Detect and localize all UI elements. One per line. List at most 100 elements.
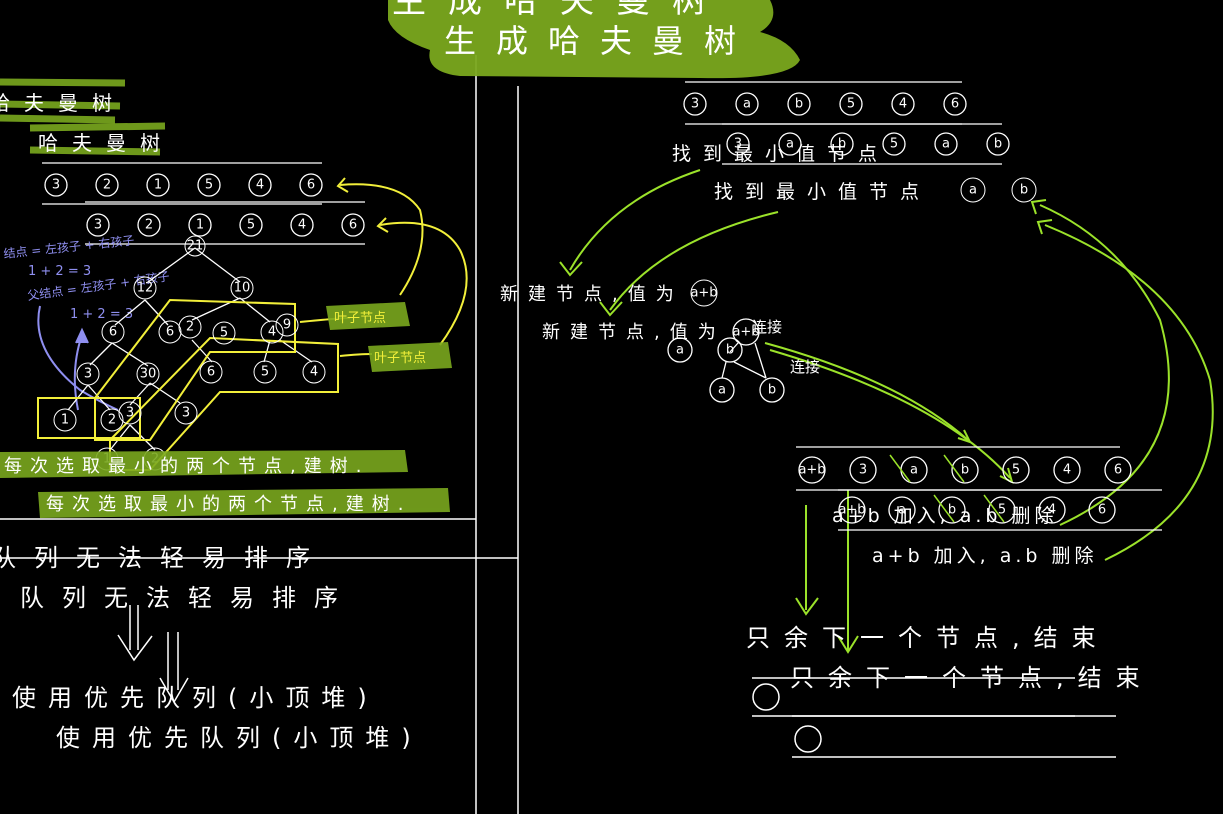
formula-note-4: 1 + 2 = 3 xyxy=(70,307,133,322)
array-item-label: 6 xyxy=(1098,503,1106,518)
array-item-label: 6 xyxy=(1114,463,1122,478)
tree-node: 5 xyxy=(212,321,236,345)
array-item-label: a xyxy=(743,97,751,112)
array-item: 3 xyxy=(726,132,750,156)
new-node-value: a+b xyxy=(732,325,759,340)
connect-text: 连接 xyxy=(790,358,820,376)
array-item: a xyxy=(735,92,759,116)
svg-text:12: 12 xyxy=(137,281,154,296)
page-title: 生成哈夫曼树 xyxy=(444,22,756,60)
child-node-b-ghost: b xyxy=(726,343,734,358)
end-text-ghost: 只余下一个节点,结束 xyxy=(746,624,1110,652)
green-flow-arrows xyxy=(559,169,1214,654)
svg-text:6: 6 xyxy=(207,365,215,380)
right-after-lines xyxy=(796,446,1162,531)
left-array-row-1 xyxy=(42,162,322,205)
array-item-label: 4 xyxy=(899,97,907,112)
array-item: 6 xyxy=(943,92,967,116)
svg-text:a: a xyxy=(969,183,977,198)
rule-text-ghost: 每次选取最小的两个节点,建树. xyxy=(4,456,369,477)
array-item-label: 5 xyxy=(847,97,855,112)
array-item-label: a xyxy=(942,137,950,152)
final-node xyxy=(752,677,1116,758)
array-item: 6 xyxy=(341,213,365,237)
strike-marks xyxy=(889,454,1005,523)
array-item-label: b xyxy=(994,137,1002,152)
svg-text:b: b xyxy=(1020,183,1028,198)
svg-text:9: 9 xyxy=(283,318,291,333)
rule-highlights xyxy=(0,450,450,518)
tree-node: 10 xyxy=(230,276,254,300)
yellow-leaf-boxes xyxy=(37,177,468,471)
find-min-text: 找到最小值节点 xyxy=(714,181,931,203)
tree-node: 9 xyxy=(275,313,299,337)
array-item-label: 2 xyxy=(145,218,153,233)
tree-node: 5 xyxy=(253,360,277,384)
array-item: 6 xyxy=(1104,456,1132,484)
tree-node: 4 xyxy=(302,360,326,384)
child-node-a: a xyxy=(718,383,726,398)
child-node-b: b xyxy=(768,383,776,398)
array-item: 5 xyxy=(839,92,863,116)
down-arrow-double xyxy=(117,605,189,704)
formula-note-2: 1 + 2 = 3 xyxy=(28,264,91,279)
array-item: 6 xyxy=(1088,496,1116,524)
child-node-a-ghost: a xyxy=(676,343,684,358)
svg-text:3: 3 xyxy=(182,406,190,421)
page-title-ghost: 生成哈夫曼树 xyxy=(392,0,728,21)
svg-text:1: 1 xyxy=(61,413,69,428)
left-heading-ghost: 哈夫曼树 xyxy=(0,91,126,115)
array-item-label: 2 xyxy=(103,178,111,193)
tree-node: 2 xyxy=(100,408,124,432)
array-item-label: 6 xyxy=(951,97,959,112)
array-item: 4 xyxy=(891,92,915,116)
array-item-label: 5 xyxy=(1012,463,1020,478)
svg-text:5: 5 xyxy=(220,326,228,341)
leaf-node-label-1: 叶子节点 xyxy=(334,311,386,326)
rule-text: 每次选取最小的两个节点,建树. xyxy=(46,494,411,515)
array-item-label: b xyxy=(948,503,956,518)
add-delete-text: a+b 加入, a.b 删除 xyxy=(872,545,1098,567)
array-item-label: a xyxy=(898,503,906,518)
array-item: 5 xyxy=(882,132,906,156)
svg-text:3: 3 xyxy=(126,406,134,421)
new-node-value-ghost: a+b xyxy=(690,279,718,307)
tree-node: 3 xyxy=(76,362,100,386)
array-item: 3 xyxy=(86,213,110,237)
tree-node: 30 xyxy=(136,362,160,386)
array-item: a+b xyxy=(798,456,826,484)
array-item: 4 xyxy=(290,213,314,237)
leaf-node-label-2: 叶子节点 xyxy=(374,351,426,366)
array-item: b xyxy=(986,132,1010,156)
title-highlight xyxy=(388,0,800,79)
array-item: a xyxy=(900,456,928,484)
array-item-label: 4 xyxy=(1048,503,1056,518)
left-tree-nodes: 21 12 10 6 6 2 5 4 9 3 30 6 5 4 1 2 3 3 … xyxy=(53,235,326,471)
tree-node: 4 xyxy=(260,320,284,344)
find-min-nodes: a b xyxy=(960,177,1037,203)
add-delete-text-ghost: a+b 加入, a.b 删除 xyxy=(832,505,1058,527)
tree-node: 6 xyxy=(158,320,182,344)
array-item: b xyxy=(830,132,854,156)
array-item-label: b xyxy=(961,463,969,478)
array-item: a xyxy=(934,132,958,156)
tree-node: 6 xyxy=(101,320,125,344)
svg-text:6: 6 xyxy=(109,325,117,340)
new-node-text: 新建节点,值为 xyxy=(542,322,726,343)
array-item-label: 1 xyxy=(196,218,204,233)
solution-text: 使用优先队列(小顶堆) xyxy=(56,724,423,752)
svg-text:2: 2 xyxy=(186,320,194,335)
array-item: b xyxy=(938,496,966,524)
svg-text:5: 5 xyxy=(261,365,269,380)
array-item: 1 xyxy=(188,213,212,237)
leaf-label-highlights xyxy=(326,302,452,372)
array-item: b xyxy=(787,92,811,116)
array-item: a xyxy=(778,132,802,156)
right-array-lines xyxy=(685,81,1002,165)
svg-text:10: 10 xyxy=(234,281,251,296)
array-item: 1 xyxy=(146,173,170,197)
svg-text:4: 4 xyxy=(310,365,318,380)
